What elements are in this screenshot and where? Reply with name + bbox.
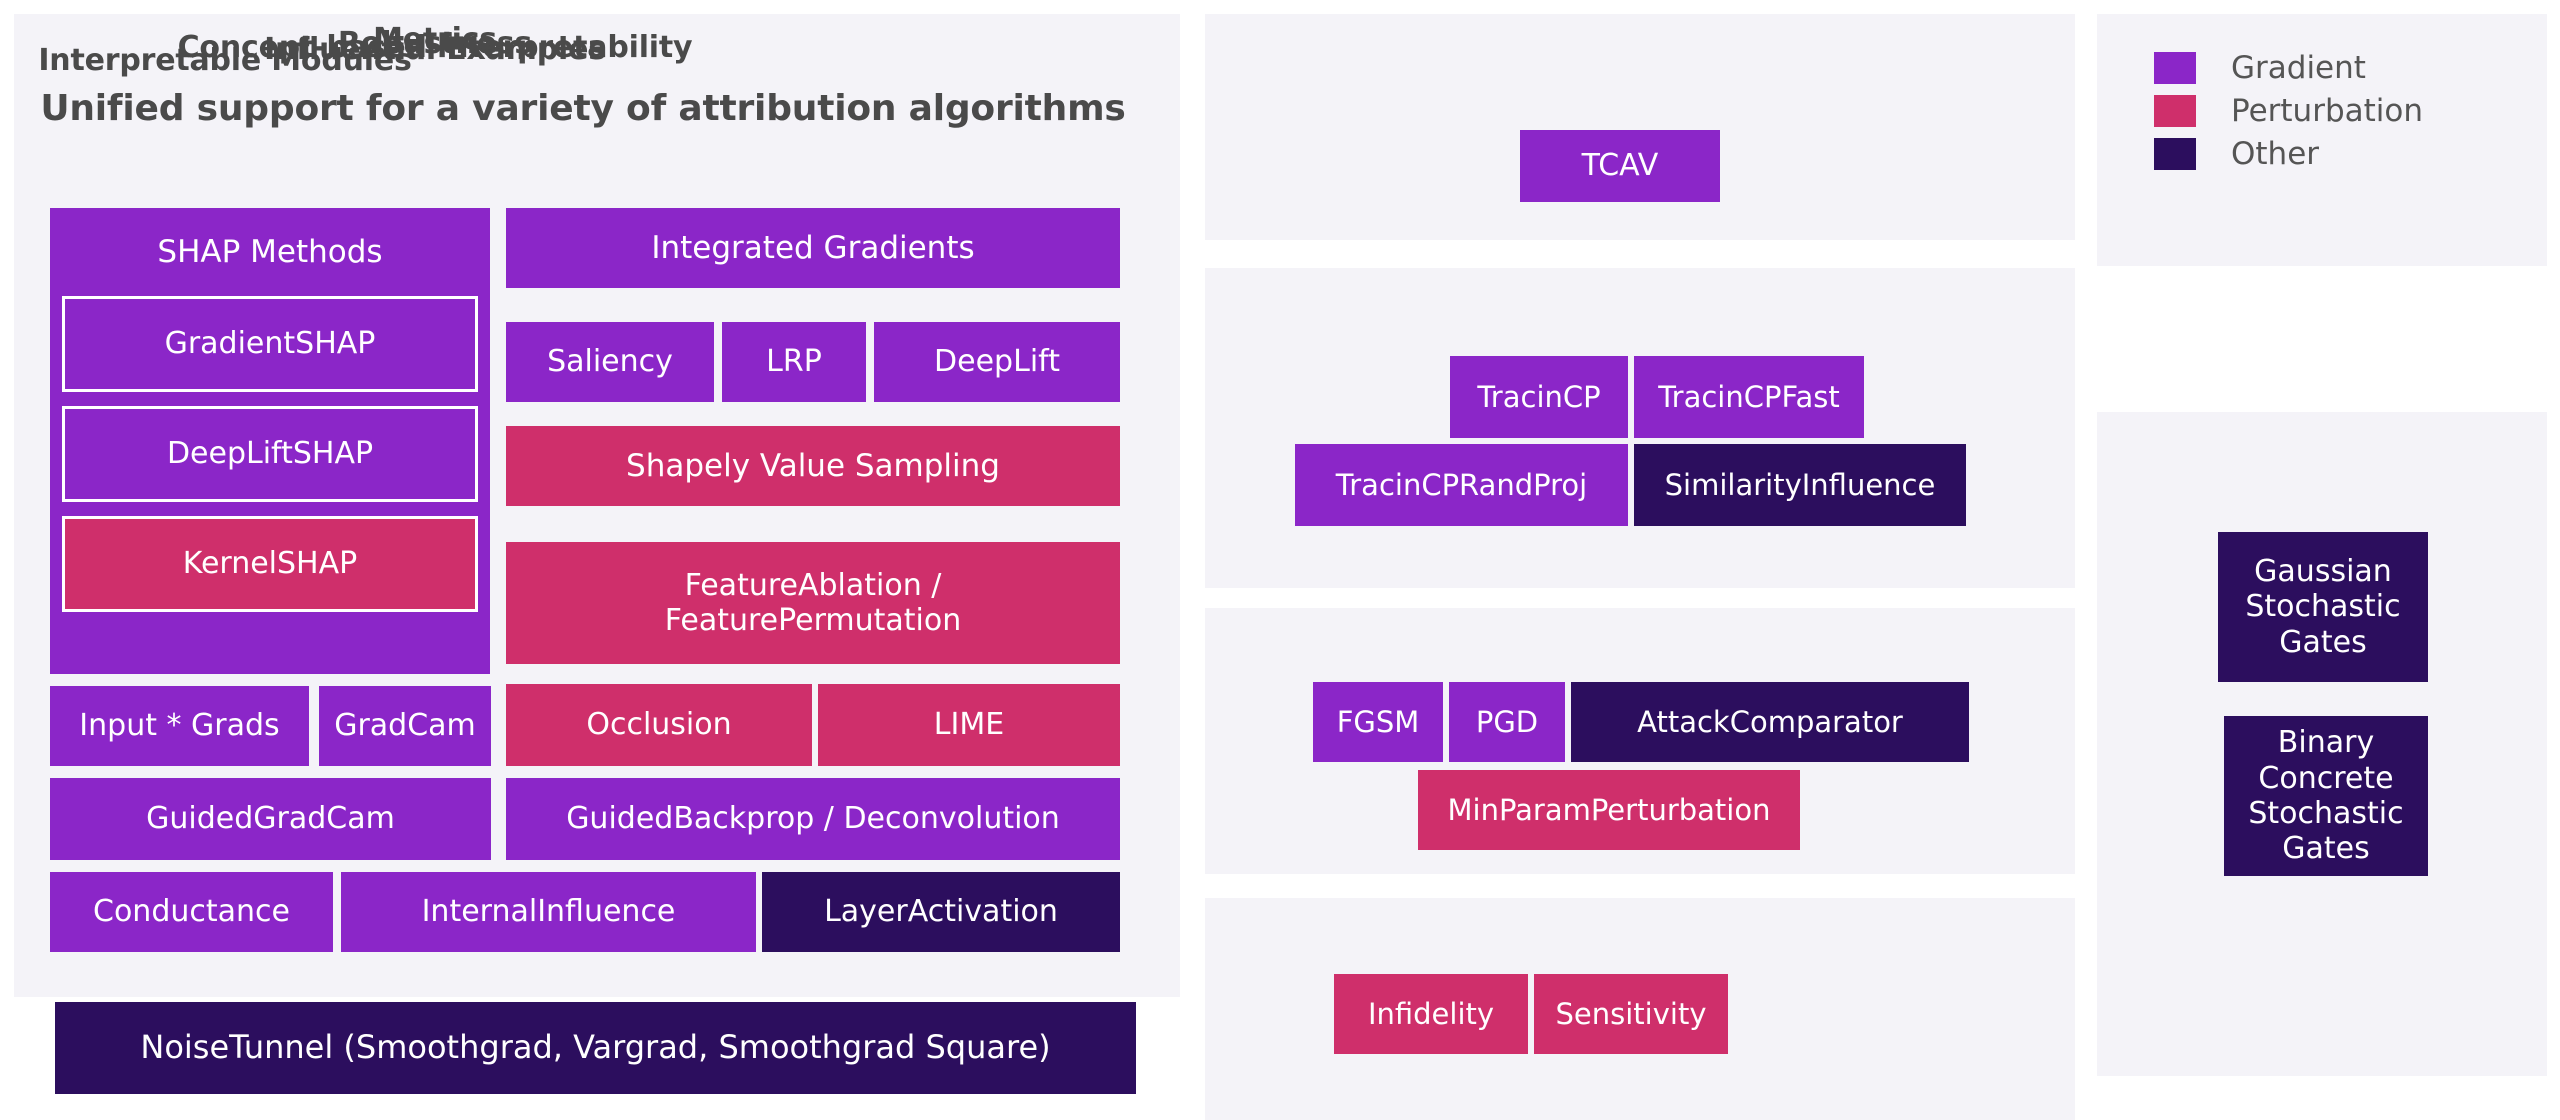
- box-layer-activation[interactable]: LayerActivation: [762, 872, 1120, 952]
- box-sensitivity[interactable]: Sensitivity: [1534, 974, 1728, 1054]
- box-deeplift[interactable]: DeepLift: [874, 322, 1120, 402]
- legend-swatch-other-icon: [2154, 138, 2196, 170]
- box-fgsm[interactable]: FGSM: [1313, 682, 1443, 762]
- box-binary-concrete-stochastic-gates[interactable]: Binary Concrete Stochastic Gates: [2224, 716, 2428, 876]
- box-attack-comparator[interactable]: AttackComparator: [1571, 682, 1969, 762]
- box-noise-tunnel[interactable]: NoiseTunnel (Smoothgrad, Vargrad, Smooth…: [55, 1002, 1136, 1094]
- box-shapely-value-sampling[interactable]: Shapely Value Sampling: [506, 426, 1120, 506]
- box-gaussian-stochastic-gates[interactable]: Gaussian Stochastic Gates: [2218, 532, 2428, 682]
- box-guided-gradcam[interactable]: GuidedGradCam: [50, 778, 491, 860]
- concept-panel-title: Concept-based interpretability: [177, 30, 693, 65]
- box-lrp[interactable]: LRP: [722, 322, 866, 402]
- box-gradientshap[interactable]: GradientSHAP: [62, 296, 478, 392]
- legend-label-perturbation: Perturbation: [2231, 93, 2424, 129]
- legend-item-perturbation: Perturbation: [2154, 93, 2423, 129]
- legend-item-other: Other: [2154, 136, 2319, 172]
- influential-panel-title: Influential Examples: [264, 32, 606, 67]
- legend-swatch-perturbation-icon: [2154, 95, 2196, 127]
- shap-methods-header: SHAP Methods: [50, 208, 490, 296]
- box-feature-ablation-permutation[interactable]: FeatureAblation / FeaturePermutation: [506, 542, 1120, 664]
- metrics-panel-title: Metrics: [373, 22, 497, 57]
- box-internal-influence[interactable]: InternalInfluence: [341, 872, 756, 952]
- box-tracincprandproj[interactable]: TracinCPRandProj: [1295, 444, 1628, 526]
- legend-swatch-gradient-icon: [2154, 52, 2196, 84]
- legend-panel: Gradient Perturbation Other: [2097, 14, 2547, 266]
- box-kernelshap[interactable]: KernelSHAP: [62, 516, 478, 612]
- box-gradcam[interactable]: GradCam: [319, 686, 491, 766]
- box-tracincpfast[interactable]: TracinCPFast: [1634, 356, 1864, 438]
- box-tcav[interactable]: TCAV: [1520, 130, 1720, 202]
- box-min-param-perturbation[interactable]: MinParamPerturbation: [1418, 770, 1800, 850]
- legend-item-gradient: Gradient: [2154, 50, 2366, 86]
- legend-label-other: Other: [2231, 136, 2320, 172]
- concept-based-interpretability-panel: [1205, 14, 2075, 240]
- box-pgd[interactable]: PGD: [1449, 682, 1565, 762]
- box-tracincp[interactable]: TracinCP: [1450, 356, 1628, 438]
- box-deepliftshap[interactable]: DeepLiftSHAP: [62, 406, 478, 502]
- box-conductance[interactable]: Conductance: [50, 872, 333, 952]
- box-infidelity[interactable]: Infidelity: [1334, 974, 1528, 1054]
- box-occlusion[interactable]: Occlusion: [506, 684, 812, 766]
- box-guided-backprop-deconvolution[interactable]: GuidedBackprop / Deconvolution: [506, 778, 1120, 860]
- box-input-times-grads[interactable]: Input * Grads: [50, 686, 309, 766]
- shap-methods-group[interactable]: SHAP Methods GradientSHAP DeepLiftSHAP K…: [50, 208, 490, 674]
- box-saliency[interactable]: Saliency: [506, 322, 714, 402]
- legend-label-gradient: Gradient: [2231, 50, 2366, 86]
- box-similarity-influence[interactable]: SimilarityInfluence: [1634, 444, 1966, 526]
- attribution-panel-title: Unified support for a variety of attribu…: [40, 88, 1126, 129]
- box-integrated-gradients[interactable]: Integrated Gradients: [506, 208, 1120, 288]
- modules-panel-title: Interpretable Modules: [38, 43, 412, 78]
- box-lime[interactable]: LIME: [818, 684, 1120, 766]
- robustness-panel-title: Robustness: [337, 26, 533, 61]
